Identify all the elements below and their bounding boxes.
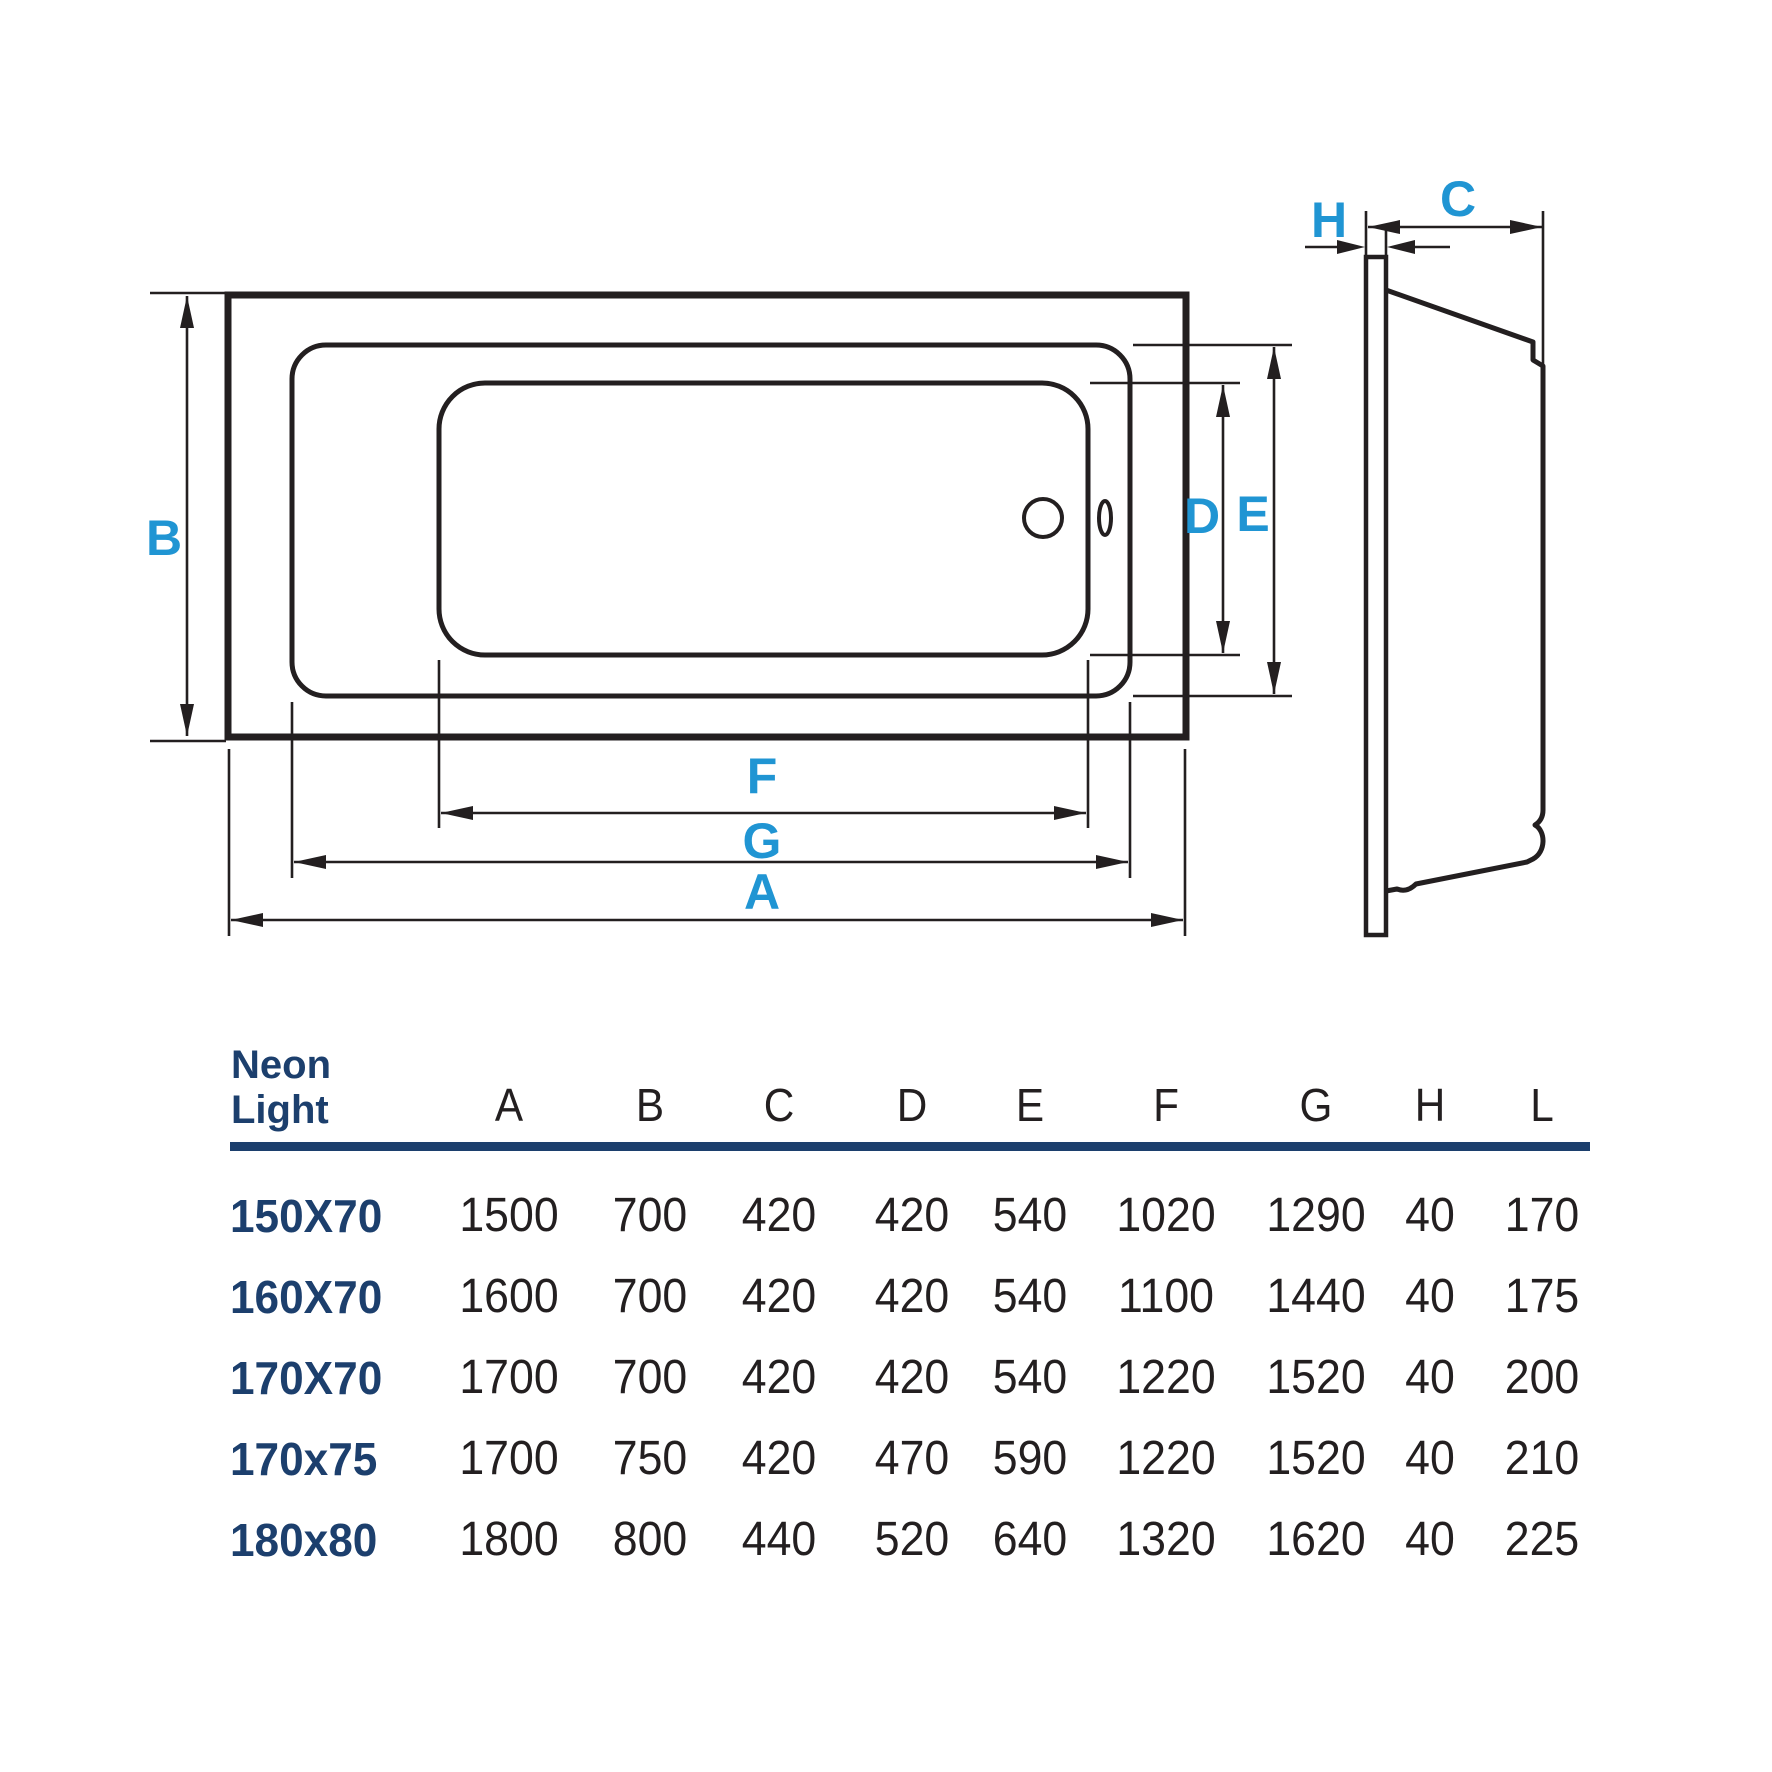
table-title-line2: Light (231, 1088, 329, 1132)
cell-F: 1320 (1116, 1513, 1216, 1566)
cell-G: 1440 (1266, 1270, 1366, 1323)
drain-icon (1022, 497, 1064, 539)
cell-F: 1220 (1116, 1432, 1216, 1485)
row-label: 170X70 (230, 1352, 383, 1404)
cell-A: 1500 (459, 1189, 559, 1242)
table-divider (230, 1142, 1590, 1151)
table-row: 160X70 1600 700 420 420 540 1100 1440 40… (0, 1270, 1772, 1323)
cell-G: 1520 (1266, 1351, 1366, 1404)
dim-H: H (1305, 192, 1450, 262)
dim-label-B: B (146, 510, 182, 566)
cell-D: 470 (874, 1432, 950, 1485)
column-header-B: B (635, 1079, 665, 1131)
row-label: 160X70 (230, 1271, 383, 1323)
row-label: 170x75 (230, 1433, 378, 1485)
column-header-G: G (1299, 1079, 1333, 1131)
dim-D: D (1090, 381, 1240, 657)
cell-H: 40 (1405, 1351, 1455, 1404)
cell-C: 420 (741, 1189, 817, 1242)
cell-C: 440 (741, 1513, 817, 1566)
cell-D: 520 (874, 1513, 950, 1566)
cell-F: 1220 (1116, 1351, 1216, 1404)
cell-F: 1020 (1116, 1189, 1216, 1242)
cell-C: 420 (741, 1270, 817, 1323)
column-header-H: H (1414, 1079, 1446, 1131)
dim-label-G: G (743, 813, 782, 869)
cell-B: 700 (612, 1189, 688, 1242)
cell-E: 540 (992, 1351, 1068, 1404)
cell-A: 1600 (459, 1270, 559, 1323)
cell-L: 175 (1504, 1270, 1580, 1323)
cell-D: 420 (874, 1189, 950, 1242)
dim-label-E: E (1236, 486, 1269, 542)
dim-A: A (227, 749, 1187, 936)
overflow-icon (1097, 499, 1113, 537)
cell-A: 1700 (459, 1351, 559, 1404)
row-label: 150X70 (230, 1190, 383, 1242)
cell-L: 200 (1504, 1351, 1580, 1404)
dim-F: F (437, 660, 1090, 828)
cell-H: 40 (1405, 1270, 1455, 1323)
cell-H: 40 (1405, 1189, 1455, 1242)
cell-D: 420 (874, 1270, 950, 1323)
dim-C: C (1364, 171, 1545, 370)
dim-label-C: C (1440, 171, 1476, 227)
dim-label-D: D (1184, 488, 1220, 544)
column-header-A: A (494, 1079, 524, 1131)
cell-F: 1100 (1118, 1270, 1214, 1323)
cell-H: 40 (1405, 1432, 1455, 1485)
cell-E: 540 (992, 1189, 1068, 1242)
cell-D: 420 (874, 1351, 950, 1404)
column-header-F: F (1153, 1079, 1179, 1131)
column-header-E: E (1015, 1079, 1045, 1131)
tub-side-profile (1385, 287, 1546, 894)
cell-E: 540 (992, 1270, 1068, 1323)
cell-B: 700 (612, 1351, 688, 1404)
cell-A: 1800 (459, 1513, 559, 1566)
technical-drawing: B D E F (146, 171, 1546, 938)
table-row: 180x80 1800 800 440 520 640 1320 1620 40… (0, 1513, 1772, 1566)
cell-A: 1700 (459, 1432, 559, 1485)
side-view (1363, 254, 1546, 938)
row-label: 180x80 (230, 1514, 378, 1566)
dim-E: E (1133, 343, 1292, 698)
column-header-D: D (896, 1079, 928, 1131)
column-header-L: L (1530, 1079, 1554, 1131)
table-title-line1: Neon (231, 1043, 331, 1087)
apron-panel (1363, 254, 1389, 938)
cell-E: 590 (992, 1432, 1068, 1485)
cell-L: 225 (1504, 1513, 1580, 1566)
tub-basin-rect (436, 380, 1091, 658)
cell-C: 420 (741, 1351, 817, 1404)
cell-B: 750 (612, 1432, 688, 1485)
cell-G: 1290 (1266, 1189, 1366, 1242)
cell-G: 1520 (1266, 1432, 1366, 1485)
dim-G: G (290, 702, 1132, 878)
cell-G: 1620 (1266, 1513, 1366, 1566)
cell-C: 420 (741, 1432, 817, 1485)
table-title: Neon Light (231, 1043, 331, 1133)
cell-L: 170 (1504, 1189, 1580, 1242)
cell-E: 640 (992, 1513, 1068, 1566)
dim-B: B (146, 291, 226, 743)
cell-H: 40 (1405, 1513, 1455, 1566)
dim-label-H: H (1311, 192, 1347, 248)
table-row: 170x75 1700 750 420 470 590 1220 1520 40… (0, 1432, 1772, 1485)
table-row: 150X70 1500 700 420 420 540 1020 1290 40… (0, 1189, 1772, 1242)
dim-label-A: A (744, 864, 780, 920)
table-row: 170X70 1700 700 420 420 540 1220 1520 40… (0, 1351, 1772, 1404)
cell-L: 210 (1504, 1432, 1580, 1485)
dim-label-F: F (747, 748, 778, 804)
cell-B: 800 (612, 1513, 688, 1566)
top-view (224, 291, 1190, 741)
column-header-C: C (763, 1079, 795, 1131)
cell-B: 700 (612, 1270, 688, 1323)
